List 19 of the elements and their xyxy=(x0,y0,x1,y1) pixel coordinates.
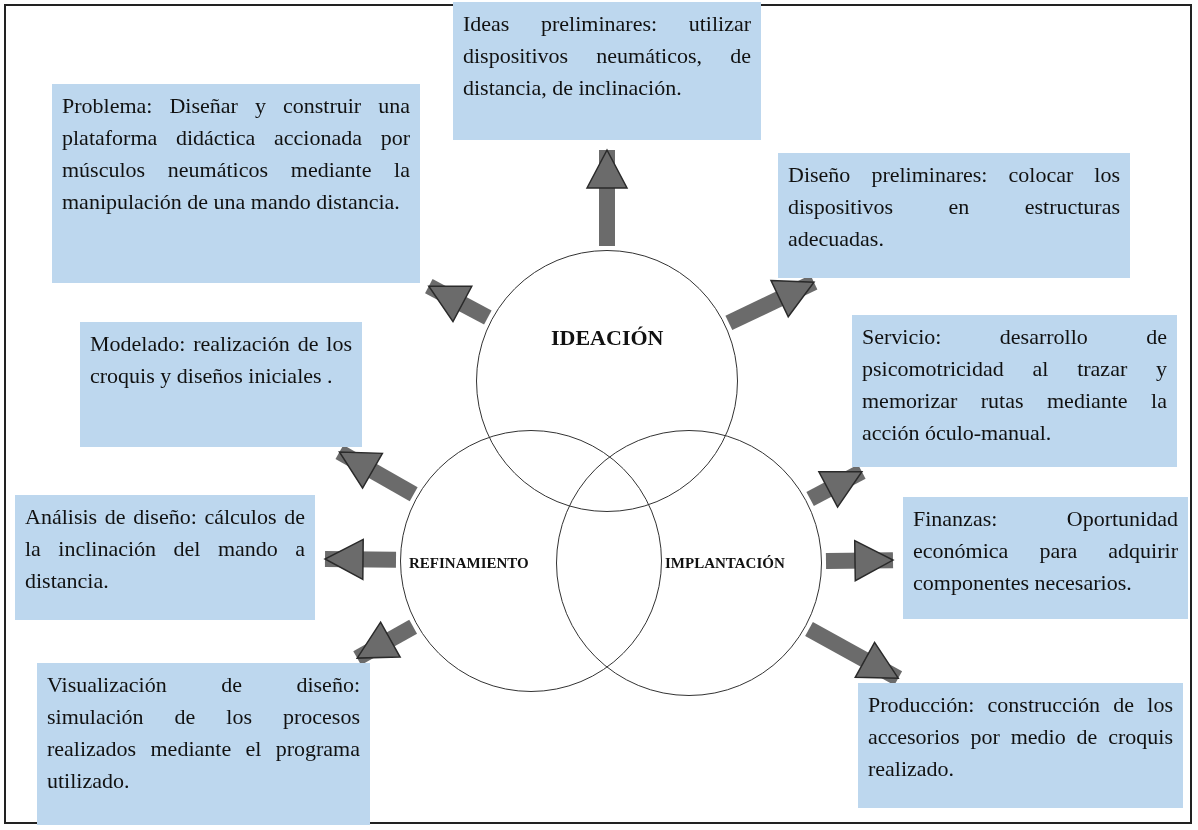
block-arrow xyxy=(335,445,418,502)
text-box: Ideas preliminares: utilizar dispositivos neumáticos, de distancia, de inclinación. xyxy=(453,2,761,140)
text-box: Diseño preliminares: colocar los dispositivos en estructuras adecuadas. xyxy=(778,153,1130,278)
text-box: Problema: Diseñar y construir una plataforma didáctica accionada por músculos neumáticos mediante la manipulación de una mando distancia. xyxy=(52,84,420,283)
text-box: Visualización de diseño: simulación de los procesos realizados mediante el programa utilizado. xyxy=(37,663,370,825)
block-arrow xyxy=(825,539,894,582)
text-box: Finanzas: Oportunidad económica para adquirir componentes necesarios. xyxy=(903,497,1188,619)
block-arrow xyxy=(353,619,418,666)
text-box: Modelado: realización de los croquis y diseños iniciales . xyxy=(80,322,362,447)
block-arrow xyxy=(586,149,628,246)
text-box: Análisis de diseño: cálculos de la inclinación del mando a distancia. xyxy=(15,495,315,620)
text-box: Producción: construcción de los accesorios por medio de croquis realizado. xyxy=(858,683,1183,808)
circle-label: REFINAMIENTO xyxy=(409,555,529,572)
block-arrow xyxy=(324,538,397,581)
block-arrow xyxy=(805,622,903,686)
text-box: Servicio: desarrollo de psicomotricidad al trazar y memorizar rutas mediante la acción óculo-manual. xyxy=(852,315,1177,467)
circle-label: IMPLANTACIÓN xyxy=(665,555,785,572)
block-arrow xyxy=(425,279,492,325)
circle-label: IDEACIÓN xyxy=(551,325,664,351)
